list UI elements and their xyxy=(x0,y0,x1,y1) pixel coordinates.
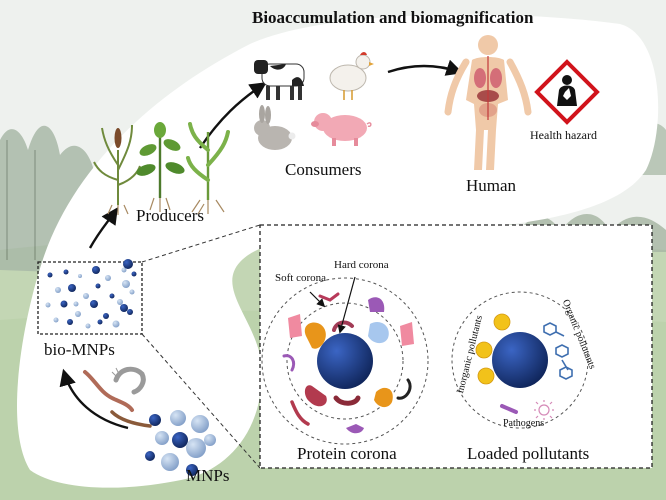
protein-corona-particle xyxy=(317,333,373,389)
soft-corona-label: Soft corona xyxy=(275,272,327,284)
particle xyxy=(186,464,198,476)
particle xyxy=(95,283,101,289)
producers-label: Producers xyxy=(136,206,204,225)
particle xyxy=(123,259,133,269)
particle xyxy=(92,266,100,274)
shrimp-icon xyxy=(111,366,146,395)
particle xyxy=(186,438,206,458)
particle xyxy=(75,311,81,317)
particle xyxy=(78,274,82,278)
loaded-pollutants-label: Loaded pollutants xyxy=(467,444,590,463)
particle xyxy=(121,267,127,273)
particle xyxy=(117,299,123,305)
mnps-particles xyxy=(145,410,216,476)
consumers-label: Consumers xyxy=(285,160,362,179)
bio-mnps-box xyxy=(37,261,143,335)
chicken-icon xyxy=(329,52,374,100)
plants-icon xyxy=(93,122,230,215)
health-hazard-label: Health hazard xyxy=(530,128,597,142)
hard-corona-label: Hard corona xyxy=(334,259,389,271)
pig-icon xyxy=(311,113,372,146)
rabbit-icon xyxy=(254,105,296,150)
particle xyxy=(85,323,91,329)
particle xyxy=(45,302,51,308)
particle xyxy=(60,300,68,308)
arrow-mnps-to-bio xyxy=(59,368,129,430)
mnps-label: MNPs xyxy=(186,466,230,485)
particle xyxy=(105,275,111,281)
particle xyxy=(67,319,73,325)
particle xyxy=(204,434,216,446)
cow-icon xyxy=(254,60,305,100)
particle xyxy=(97,319,103,325)
arrow-bio-to-producers xyxy=(88,207,118,249)
particle xyxy=(191,415,209,433)
particle xyxy=(73,301,79,307)
particle xyxy=(149,414,161,426)
particle xyxy=(172,432,188,448)
protein-corona-label: Protein corona xyxy=(297,444,397,463)
particle xyxy=(170,410,186,426)
particle xyxy=(63,269,69,275)
particle xyxy=(161,453,179,471)
particle xyxy=(145,451,155,461)
particle xyxy=(127,309,133,315)
loaded-pollutants-graphic xyxy=(451,291,589,429)
particle xyxy=(55,287,61,293)
bio-mnps-particles xyxy=(45,259,137,329)
health-hazard-icon xyxy=(534,59,600,125)
particle xyxy=(120,304,128,312)
bio-mnps-label: bio-MNPs xyxy=(44,340,115,359)
food-chain-cloud xyxy=(17,14,659,488)
particle xyxy=(109,293,115,299)
particle xyxy=(131,271,137,277)
arrow-producers-to-consumers xyxy=(199,82,267,149)
arrow-consumers-to-human xyxy=(387,59,464,76)
particle xyxy=(83,293,89,299)
diagram-title: Bioaccumulation and biomagnification xyxy=(252,8,534,27)
particle xyxy=(90,300,98,308)
particle xyxy=(112,320,120,328)
particle xyxy=(122,280,130,288)
particle xyxy=(103,313,109,319)
particle xyxy=(53,317,59,323)
particle xyxy=(129,289,135,295)
pathogens-label: Pathogens xyxy=(503,418,545,429)
particle xyxy=(47,272,53,278)
worm-icon xyxy=(83,370,152,428)
particle xyxy=(155,431,169,445)
human-icon xyxy=(444,35,532,170)
loaded-pollutants-particle xyxy=(492,332,548,388)
human-label: Human xyxy=(466,176,517,195)
protein-corona-graphic xyxy=(261,276,429,445)
particle xyxy=(68,284,76,292)
pathogen-virus-icon xyxy=(534,400,554,420)
